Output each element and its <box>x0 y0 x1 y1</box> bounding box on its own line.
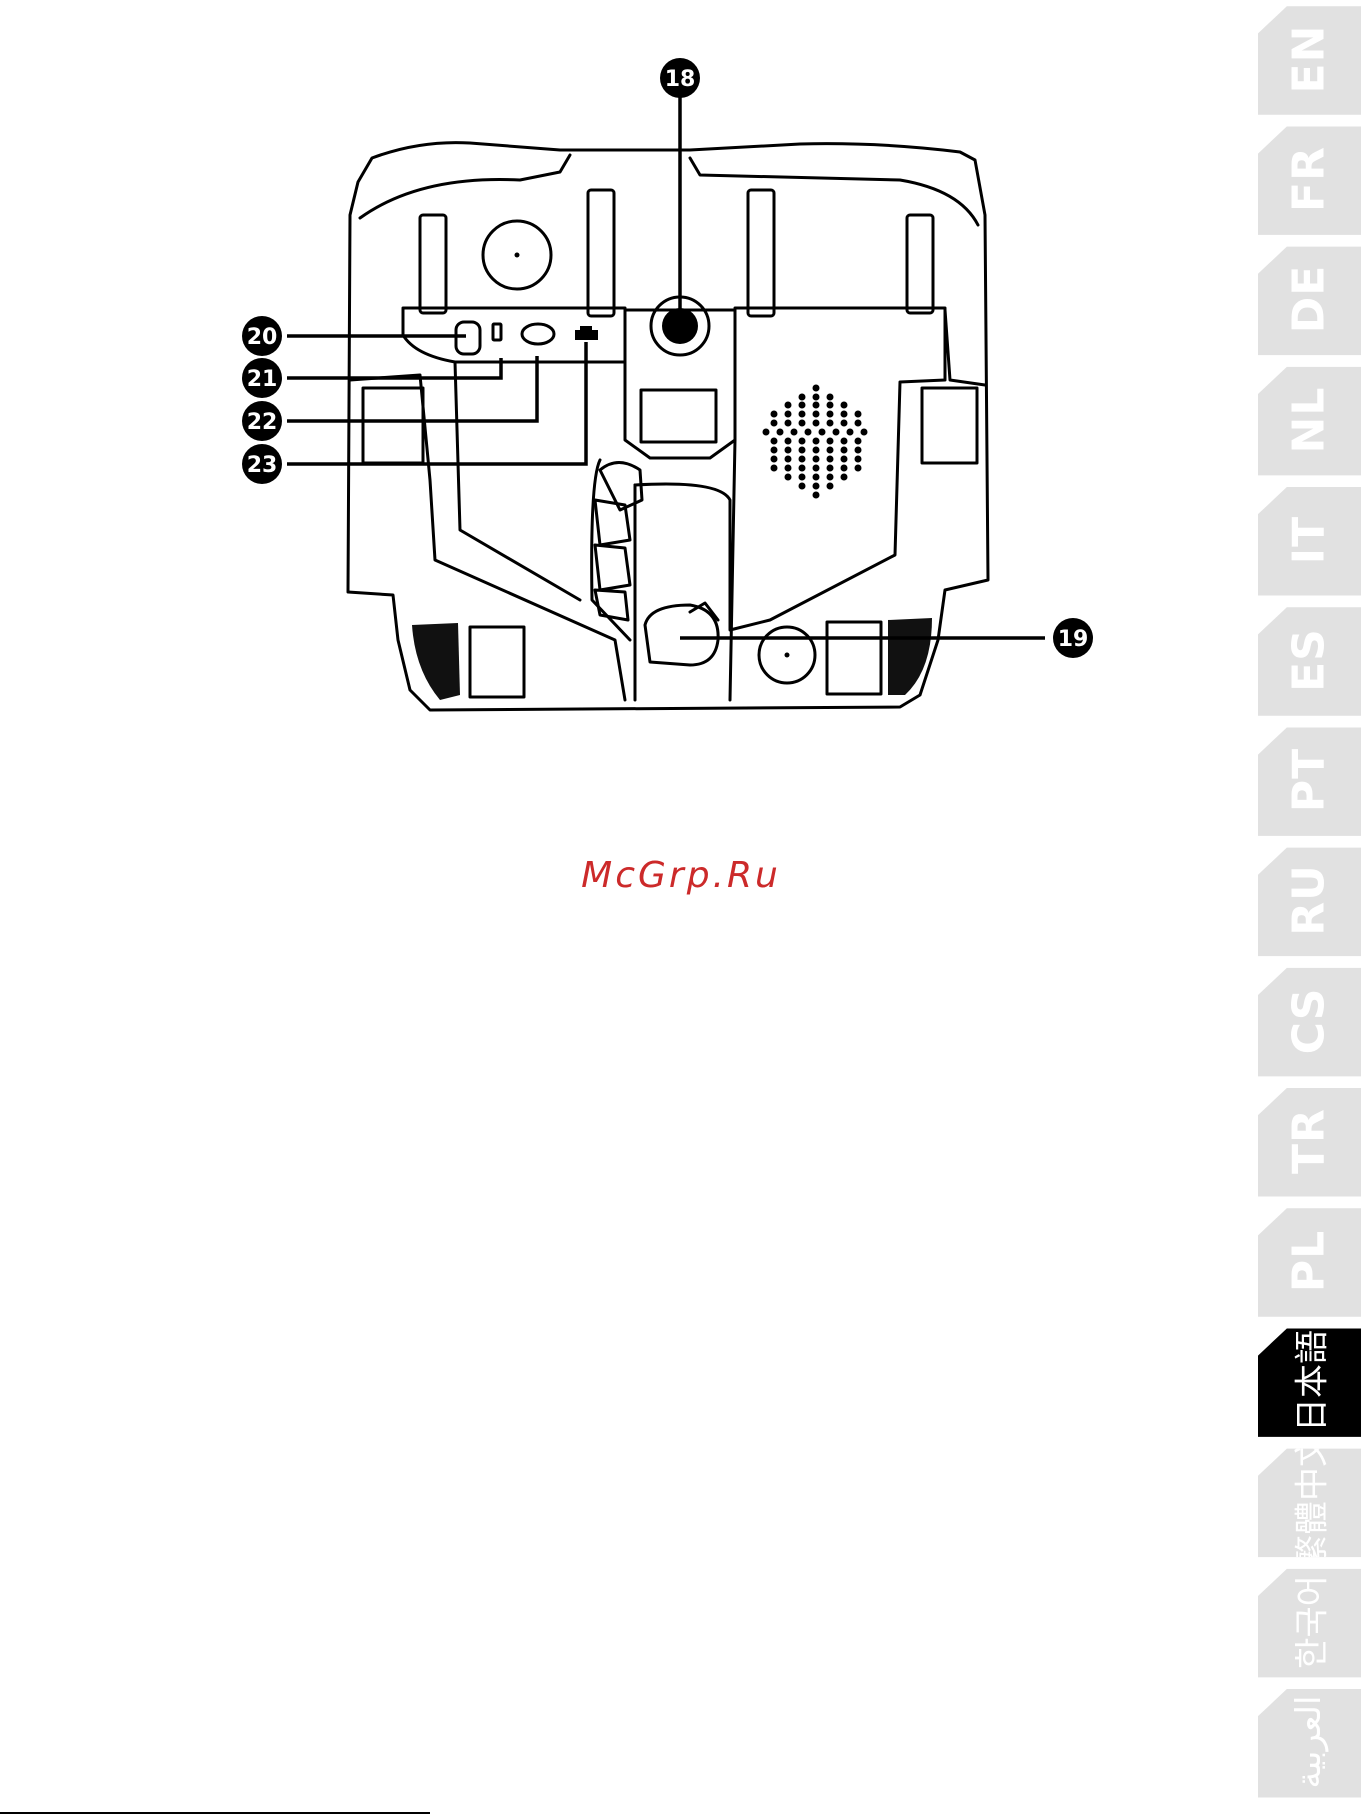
footer-rule <box>0 1812 430 1814</box>
label-rect-bottom-right <box>827 622 881 694</box>
language-tab-label: DE <box>1284 265 1335 334</box>
language-tab-label: ES <box>1284 628 1335 692</box>
language-tab-label: IT <box>1284 516 1335 564</box>
slot-4 <box>907 215 933 313</box>
language-tab-label: TR <box>1284 1108 1335 1174</box>
watermark-text: McGrp.Ru <box>0 855 1362 896</box>
callout-number: 19 <box>1058 627 1089 652</box>
clamp-knob <box>645 605 718 665</box>
slot-1 <box>420 215 446 313</box>
small-switch <box>493 324 501 340</box>
language-tab[interactable]: ES <box>1258 605 1361 718</box>
language-tab-label: RU <box>1284 865 1335 937</box>
language-tab[interactable]: EN <box>1258 4 1361 117</box>
rubber-foot-right <box>888 618 932 695</box>
left-window <box>363 388 423 463</box>
callout-20: 20 <box>242 316 282 356</box>
language-tab-label: NL <box>1284 386 1335 453</box>
language-tab[interactable]: 日本語 <box>1258 1326 1361 1439</box>
callout-18: 18 <box>660 58 700 98</box>
language-tab-label: EN <box>1284 25 1335 94</box>
usb-port <box>456 322 480 354</box>
language-tab[interactable]: 繁體中文 <box>1258 1446 1361 1559</box>
language-tab-label: 한국어 <box>1285 1575 1334 1669</box>
language-tab-label: العربية <box>1289 1695 1329 1788</box>
callout-21: 21 <box>242 358 282 398</box>
language-tab[interactable]: PL <box>1258 1206 1361 1319</box>
callout-23: 23 <box>242 444 282 484</box>
language-tab[interactable]: NL <box>1258 365 1361 478</box>
callout-19: 19 <box>1053 618 1093 658</box>
speaker-grille <box>763 385 868 499</box>
language-tab[interactable]: العربية <box>1258 1687 1361 1800</box>
slot-2 <box>588 190 614 316</box>
callout-number: 22 <box>247 410 278 435</box>
language-tab-label: PT <box>1284 748 1335 812</box>
language-tab-label: 日本語 <box>1285 1330 1334 1432</box>
rubber-foot-left <box>412 623 460 700</box>
callout-number: 21 <box>247 367 278 392</box>
callout-number: 20 <box>247 325 278 350</box>
language-tab[interactable]: FR <box>1258 124 1361 237</box>
language-tab[interactable]: DE <box>1258 244 1361 357</box>
callout-22: 22 <box>242 401 282 441</box>
slot-3 <box>748 190 774 316</box>
language-tab-label: 繁體中文 <box>1285 1433 1334 1569</box>
language-tab[interactable]: CS <box>1258 966 1361 1079</box>
language-tab[interactable]: PT <box>1258 725 1361 838</box>
language-tab-label: CS <box>1284 987 1335 1054</box>
device-underside-diagram: 18 19 20 21 22 23 <box>0 0 1362 760</box>
language-tab-label: PL <box>1284 1230 1335 1292</box>
language-tab-label: FR <box>1284 146 1335 212</box>
callout-number: 18 <box>665 67 696 92</box>
label-rect-center <box>641 390 716 442</box>
right-window <box>922 388 977 463</box>
language-tab[interactable]: TR <box>1258 1086 1361 1199</box>
device-top-rim <box>360 155 978 225</box>
label-rect-bottom-left <box>470 627 524 697</box>
language-tab[interactable]: IT <box>1258 485 1361 598</box>
language-tab[interactable]: RU <box>1258 845 1361 958</box>
callout-number: 23 <box>247 453 278 478</box>
language-tab[interactable]: 한국어 <box>1258 1567 1361 1680</box>
round-connector <box>522 324 554 344</box>
rj-port <box>575 326 598 340</box>
